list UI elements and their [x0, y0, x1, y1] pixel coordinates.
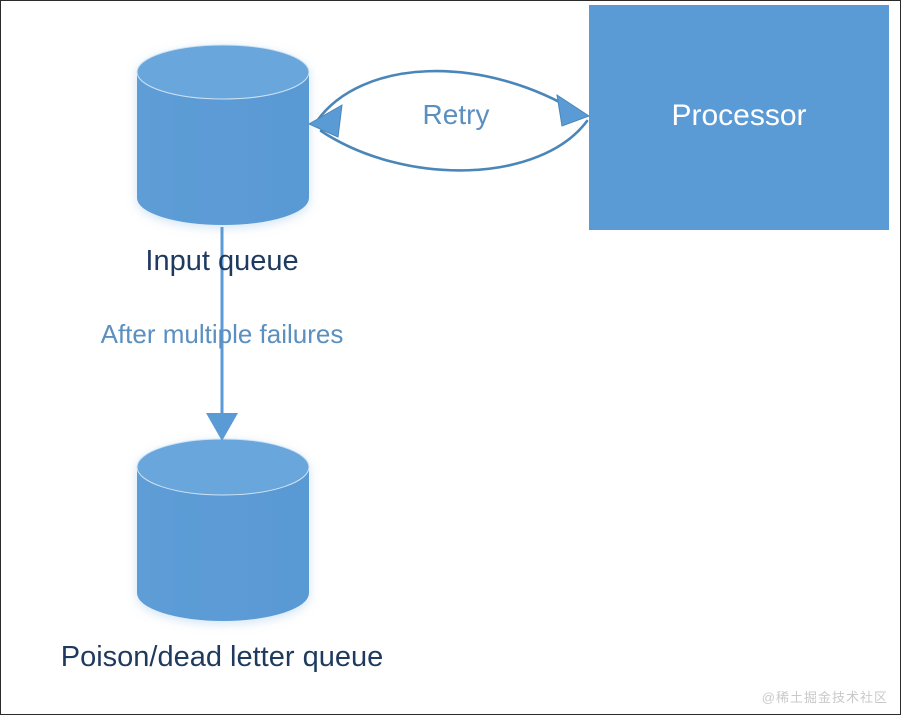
processor-to-queue-connector[interactable] [307, 104, 589, 172]
retry-to-processor-connector[interactable] [315, 69, 591, 127]
input-queue-node-label: Input queue [145, 245, 299, 277]
retry-upper-curve [315, 69, 581, 123]
dlq-cylinder-body [137, 467, 309, 621]
retry-arrowhead-left [307, 104, 343, 138]
retry-connector-label: Retry [422, 99, 490, 130]
processor-rect [589, 5, 889, 230]
dead-letter-queue-node[interactable] [136, 438, 310, 621]
failure-path-label: After multiple failures [100, 319, 344, 349]
failure-path-connector[interactable] [206, 227, 238, 441]
processor-node[interactable] [589, 5, 889, 230]
input-queue-top-outline [136, 44, 310, 100]
failure-path-arrowhead [206, 413, 238, 441]
retry-arrowhead-right [556, 93, 591, 127]
input-queue-cylinder-body [137, 72, 309, 225]
watermark-text: @稀土掘金技术社区 [761, 690, 888, 705]
dlq-cylinder-top [137, 439, 309, 495]
retry-lower-curve [319, 119, 589, 172]
dead-letter-queue-node-label: Poison/dead letter queue [60, 641, 384, 673]
input-queue-cylinder-top [137, 45, 309, 99]
input-queue-node[interactable] [136, 44, 310, 225]
processor-node-label: Processor [671, 99, 807, 132]
